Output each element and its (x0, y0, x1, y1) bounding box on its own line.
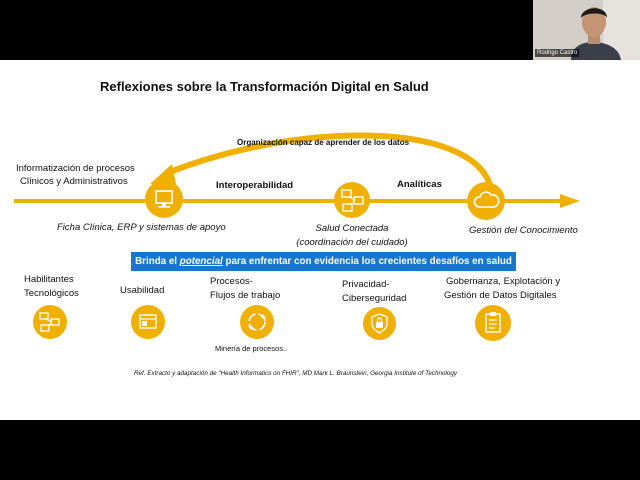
enabler-1-line1: Habilitantes (24, 274, 74, 285)
clipboard-icon (485, 312, 501, 333)
enabler-5-line2: Gestión de Datos Digitales (444, 290, 557, 301)
enabler-5-line1: Gobernanza, Explotación y (446, 276, 561, 287)
tech-enabler-node (33, 305, 67, 339)
reference-text: Ref. Extracto y adaptación de "Health In… (134, 370, 458, 377)
start-label-line1: Informatización de procesos (16, 163, 135, 174)
analytics-label: Analíticas (397, 179, 442, 190)
start-label-line2: Clínicos y Administrativos (20, 176, 128, 187)
interoperability-label: Interoperabilidad (216, 180, 294, 191)
enabler-4-line2: Ciberseguridad (342, 293, 407, 304)
network-node (334, 182, 370, 218)
enabler-3-line1: Procesos- (210, 276, 253, 287)
node2-caption-line1: Salud Conectada (315, 223, 389, 234)
banner-emphasis: potencial (179, 256, 223, 267)
lock-shield-icon (371, 313, 388, 334)
window-icon (139, 314, 157, 329)
enabler-2-line1: Usabilidad (120, 285, 165, 296)
slide-title: Reflexiones sobre la Transformación Digi… (100, 79, 429, 94)
enabler-3-line2: Flujos de trabajo (210, 290, 281, 301)
cloud-node (467, 182, 505, 220)
learning-arc (163, 132, 493, 187)
timeline-arrowhead (560, 194, 580, 208)
security-node (363, 307, 396, 340)
network-icon (341, 189, 364, 212)
enabler-3-sub: Minería de procesos.. (215, 344, 288, 353)
timeline-bar (14, 199, 562, 203)
enabler-4-line1: Privacidad- (342, 279, 390, 290)
banner-post: para enfrentar con evidencia los crecien… (222, 256, 512, 267)
node1-caption: Ficha Clínica, ERP y sistemas de apoyo (57, 222, 226, 233)
timeline-graphic (14, 132, 580, 208)
participant-avatar (533, 0, 640, 60)
node2-caption-line2: (coordinación del cuidado) (296, 237, 408, 248)
node3-caption: Gestión del Conocimiento (469, 225, 578, 236)
participant-video-tile[interactable]: Rodrigo Castro (533, 0, 640, 60)
enabler-1-line2: Tecnológicos (24, 288, 79, 299)
cloud-icon (473, 191, 500, 208)
governance-node (475, 305, 511, 341)
process-node (240, 305, 274, 339)
usability-node (131, 305, 165, 339)
participant-name: Rodrigo Castro (535, 49, 580, 57)
computer-icon (155, 190, 173, 208)
arc-arrowhead (150, 164, 176, 184)
banner-pre: Brinda el (135, 256, 180, 267)
cycle-icon (248, 313, 266, 331)
computer-node (145, 180, 183, 218)
presentation-slide: Reflexiones sobre la Transformación Digi… (0, 60, 640, 420)
potential-banner: Brinda el potencial para enfrentar con e… (131, 252, 516, 271)
network-icon (39, 312, 60, 332)
arc-label: Organización capaz de aprender de los da… (237, 138, 410, 147)
